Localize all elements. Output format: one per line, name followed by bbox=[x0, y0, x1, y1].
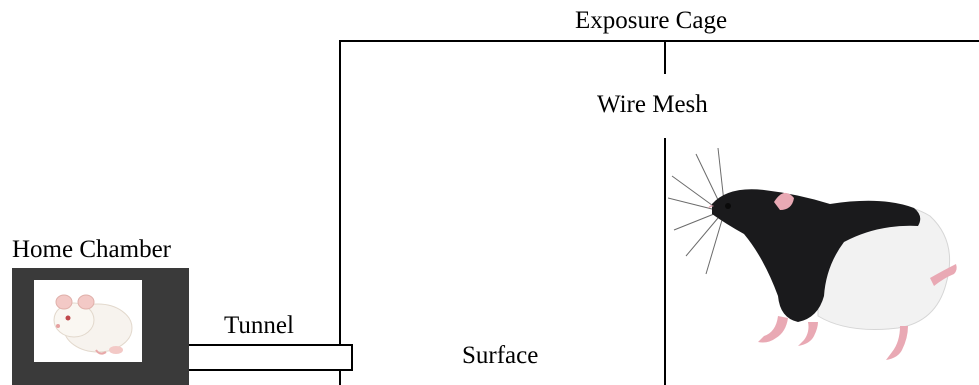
white-mouse-icon bbox=[34, 280, 142, 362]
home-chamber bbox=[12, 268, 189, 385]
wire-mesh-upper-segment bbox=[664, 42, 666, 74]
wire-mesh-label: Wire Mesh bbox=[597, 92, 708, 117]
tunnel-label: Tunnel bbox=[224, 313, 294, 338]
exposure-cage-top-wall bbox=[339, 40, 979, 42]
home-chamber-label: Home Chamber bbox=[12, 237, 171, 262]
white-mouse-image bbox=[34, 280, 142, 362]
exposure-cage-label: Exposure Cage bbox=[575, 8, 727, 33]
surface-label: Surface bbox=[462, 343, 538, 368]
tunnel bbox=[189, 344, 353, 371]
wire-mesh-lower-segment bbox=[664, 138, 666, 385]
exposure-cage-left-wall bbox=[339, 40, 341, 385]
hooded-rat-image bbox=[668, 146, 968, 382]
